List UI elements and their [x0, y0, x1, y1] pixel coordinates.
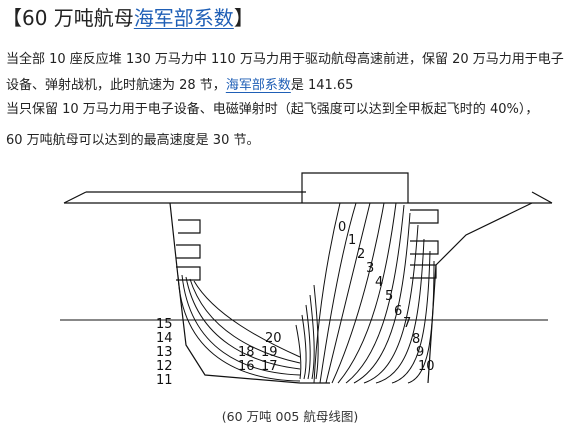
station-label-13: 13	[156, 345, 173, 360]
carrier-lines-plan-figure: 0 1 2 3 4 5 6 7 8 9 10 15 14 13 12 11 20…	[60, 172, 553, 388]
station-label-0: 0	[338, 220, 346, 235]
left-hull-side	[178, 219, 201, 234]
station-curve-9	[391, 250, 431, 384]
left-hull-side-2	[176, 244, 201, 259]
station-curve-5	[345, 204, 405, 384]
station-label-11: 11	[156, 373, 173, 388]
title-prefix: 60 万吨航母	[22, 6, 134, 30]
station-curve-20	[313, 284, 319, 380]
paragraph-1-line-2: 设备、弹射战机，此时航速为 28 节，海军部系数是 141.65	[6, 76, 578, 96]
station-label-4: 4	[375, 275, 383, 290]
paragraph-1-text-after-link: 是 141.65	[290, 78, 354, 93]
station-curve-11	[177, 274, 301, 382]
deck-right-bevel	[531, 191, 553, 204]
paragraph-1-text-before-link: 设备、弹射战机，此时航速为 28 节，	[6, 78, 226, 93]
station-curve-4	[337, 202, 397, 384]
station-label-19: 19	[261, 345, 278, 360]
station-curve-17	[301, 314, 307, 380]
station-label-3: 3	[366, 261, 374, 276]
station-curve-8	[375, 238, 425, 384]
station-curve-15	[193, 280, 301, 358]
paragraph-2-line-2: 60 万吨航母可以达到的最高速度是 30 节。	[6, 133, 260, 148]
station-curve-6	[353, 212, 411, 384]
station-curve-16	[295, 324, 302, 380]
article-title: 【60 万吨航母海军部系数】	[2, 4, 254, 32]
station-curve-2	[325, 202, 371, 384]
paragraph-1-link-admiralty-coefficient[interactable]: 海军部系数	[225, 78, 291, 93]
station-label-7: 7	[403, 316, 411, 331]
island-structure	[301, 172, 409, 203]
station-label-1: 1	[348, 233, 356, 248]
station-label-14: 14	[156, 331, 173, 346]
station-label-18: 18	[238, 345, 255, 360]
right-sponson-3	[410, 264, 437, 279]
station-curve-0	[313, 202, 341, 384]
station-curve-12	[181, 274, 301, 376]
left-hull-outer	[169, 202, 301, 384]
station-curve-19	[309, 294, 315, 380]
station-curve-7	[363, 224, 419, 384]
station-label-20: 20	[265, 331, 282, 346]
station-label-17: 17	[261, 359, 278, 374]
left-hull-side-3	[176, 266, 201, 281]
title-bracket-open: 【	[2, 6, 22, 30]
station-label-8: 8	[412, 332, 420, 347]
paragraph-2-line-1: 当只保留 10 万马力用于电子设备、电磁弹射时（起飞强度可以达到全甲板起飞时的 …	[6, 102, 539, 117]
station-label-6: 6	[394, 304, 402, 319]
right-hull-outer	[427, 202, 533, 384]
station-label-9: 9	[416, 345, 424, 360]
station-label-2: 2	[357, 247, 365, 262]
station-curve-3	[331, 202, 385, 384]
station-label-10: 10	[418, 359, 435, 374]
figure-caption: (60 万吨 005 航母线图)	[221, 409, 359, 424]
station-curve-14	[189, 278, 301, 364]
title-link-admiralty-coefficient[interactable]: 海军部系数	[133, 6, 234, 30]
paragraph-1-line-1: 当全部 10 座反应堆 130 万马力中 110 万马力用于驱动航母高速前进，保…	[6, 52, 564, 67]
station-curve-13	[185, 276, 301, 370]
station-label-5: 5	[385, 289, 393, 304]
station-curve-1	[319, 202, 357, 384]
station-label-16: 16	[238, 359, 255, 374]
station-curve-18	[305, 304, 311, 380]
station-label-15: 15	[156, 317, 173, 332]
title-bracket-close: 】	[233, 6, 254, 30]
right-sponson-1	[410, 209, 439, 224]
station-label-12: 12	[156, 359, 173, 374]
station-curve-10	[407, 260, 435, 384]
deck-left-bevel	[63, 191, 87, 204]
